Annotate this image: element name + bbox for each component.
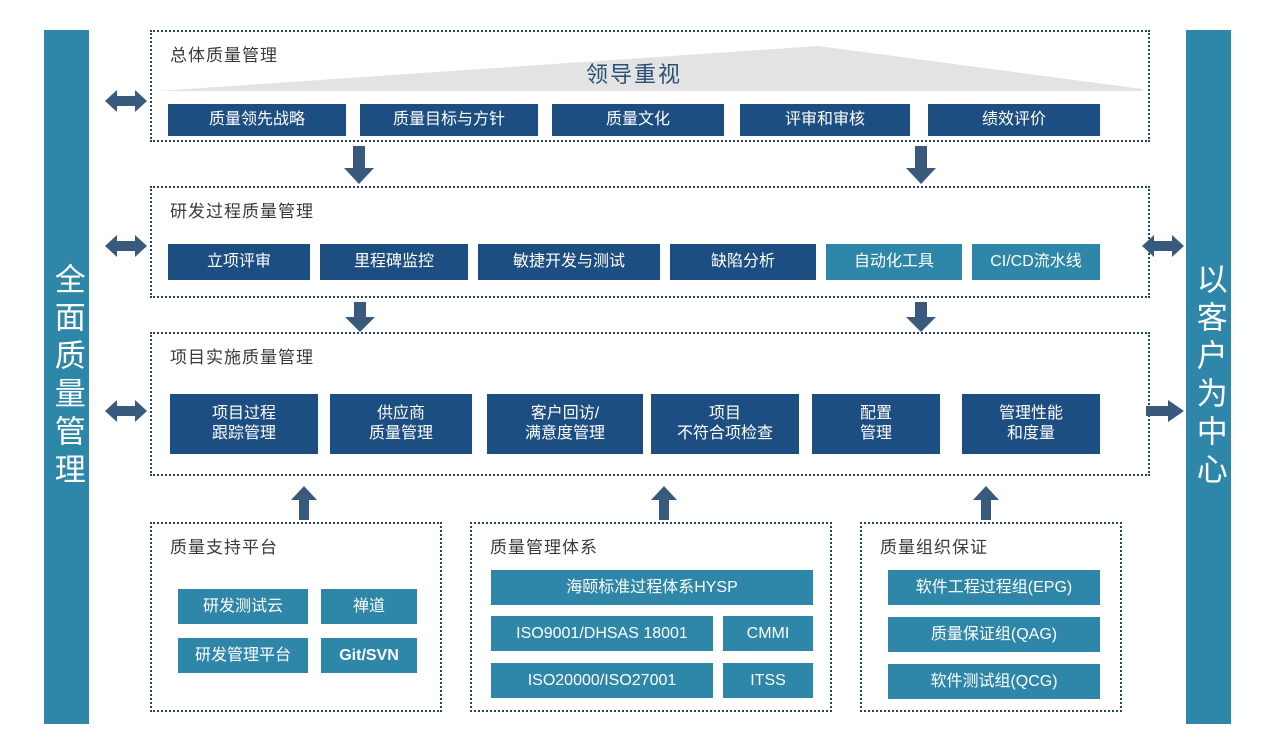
leadership-emphasis-banner: [158, 46, 1142, 91]
chip-project-process-tracking[interactable]: 项目过程 跟踪管理: [170, 394, 318, 454]
arrow-left-to-rnd: [105, 233, 147, 259]
chip-management-performance-metrics[interactable]: 管理性能 和度量: [962, 394, 1100, 454]
chip-epg[interactable]: 软件工程过程组(EPG): [888, 570, 1100, 605]
chip-automation-tools[interactable]: 自动化工具: [826, 244, 962, 280]
arrow-rnd-to-right: [1142, 233, 1184, 259]
chip-supplier-quality-management[interactable]: 供应商 质量管理: [330, 394, 472, 454]
pillar-right-label: 以客户为中心: [1191, 263, 1227, 491]
panel-3-title: 项目实施质量管理: [170, 348, 314, 367]
arrow-rnd-to-project-right: [906, 302, 936, 332]
chip-cmmi[interactable]: CMMI: [723, 616, 813, 651]
panel-4-title: 质量支持平台: [170, 538, 278, 557]
panel-rnd-process-quality-management: 研发过程质量管理: [150, 186, 1150, 298]
arrow-project-to-right: [1146, 398, 1184, 424]
arrow-left-to-overall: [105, 88, 147, 114]
chip-quality-leading-strategy[interactable]: 质量领先战略: [168, 104, 346, 136]
chip-performance-evaluation[interactable]: 绩效评价: [928, 104, 1100, 136]
chip-qag[interactable]: 质量保证组(QAG): [888, 617, 1100, 652]
chip-zentao[interactable]: 禅道: [321, 589, 417, 624]
chip-customer-visit-satisfaction[interactable]: 客户回访/ 满意度管理: [487, 394, 643, 454]
chip-itss[interactable]: ITSS: [723, 663, 813, 698]
chip-project-initiation-review[interactable]: 立项评审: [168, 244, 310, 280]
chip-configuration-management[interactable]: 配置 管理: [812, 394, 940, 454]
chip-iso20000-iso27001[interactable]: ISO20000/ISO27001: [491, 663, 713, 698]
chip-iso9001-dhsas18001[interactable]: ISO9001/DHSAS 18001: [491, 616, 713, 651]
chip-qcg[interactable]: 软件测试组(QCG): [888, 664, 1100, 699]
arrow-system-to-project: [651, 486, 677, 520]
chip-git-svn[interactable]: Git/SVN: [321, 638, 417, 673]
pillar-total-quality-management: 全面质量管理: [44, 30, 89, 724]
chip-defect-analysis[interactable]: 缺陷分析: [670, 244, 816, 280]
chip-milestone-monitoring[interactable]: 里程碑监控: [320, 244, 468, 280]
arrow-overall-to-rnd-left: [344, 146, 374, 184]
chip-review-and-audit[interactable]: 评审和审核: [740, 104, 910, 136]
chip-cicd-pipeline[interactable]: CI/CD流水线: [972, 244, 1100, 280]
panel-1-title: 总体质量管理: [170, 46, 278, 65]
chip-rnd-test-cloud[interactable]: 研发测试云: [178, 589, 308, 624]
arrow-rnd-to-project-left: [345, 302, 375, 332]
panel-2-title: 研发过程质量管理: [170, 202, 314, 221]
pillar-customer-centric: 以客户为中心: [1186, 30, 1231, 724]
arrow-overall-to-rnd-right: [906, 146, 936, 184]
chip-agile-dev-and-test[interactable]: 敏捷开发与测试: [478, 244, 660, 280]
panel-6-title: 质量组织保证: [880, 538, 988, 557]
panel-5-title: 质量管理体系: [490, 538, 598, 557]
pillar-left-label: 全面质量管理: [49, 263, 85, 491]
chip-quality-goals-policy[interactable]: 质量目标与方针: [360, 104, 538, 136]
chip-rnd-management-platform[interactable]: 研发管理平台: [178, 638, 308, 673]
chip-project-nonconformity-check[interactable]: 项目 不符合项检查: [651, 394, 799, 454]
chip-haiyi-standard-process-hysp[interactable]: 海颐标准过程体系HYSP: [491, 570, 813, 605]
arrow-support-to-project: [291, 486, 317, 520]
arrow-org-to-project: [973, 486, 999, 520]
arrow-left-to-project: [105, 398, 147, 424]
leadership-emphasis-label: 领导重视: [586, 62, 683, 87]
chip-quality-culture[interactable]: 质量文化: [552, 104, 724, 136]
